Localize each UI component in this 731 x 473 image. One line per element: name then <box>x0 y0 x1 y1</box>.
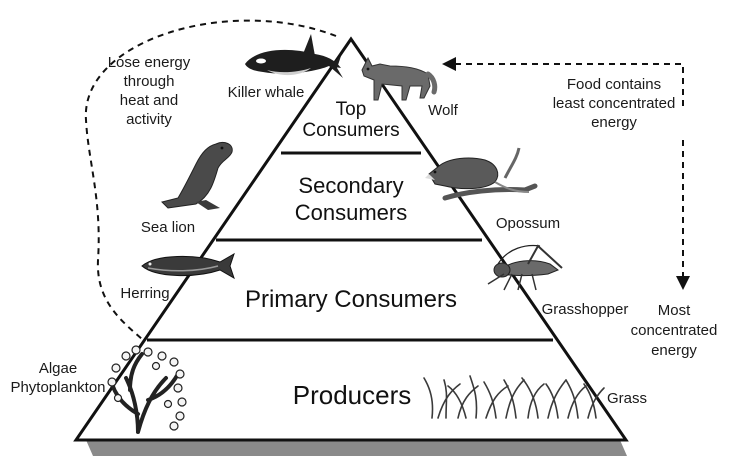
algae-label-line1: Algae <box>39 360 77 377</box>
least-line1: Food contains <box>567 76 661 93</box>
killer-whale-icon <box>245 34 343 78</box>
energy-loss-arc <box>84 19 337 340</box>
killer-whale-label: Killer whale <box>228 84 305 101</box>
wolf-label: Wolf <box>428 102 459 119</box>
energy-loss-annotation: Lose energy through heat and activity <box>108 54 191 128</box>
least-line3: energy <box>591 114 637 131</box>
grasshopper-label: Grasshopper <box>542 301 629 318</box>
grass-label: Grass <box>607 390 647 407</box>
least-concentrated-annotation: Food contains least concentrated energy <box>553 76 676 131</box>
arrowhead-left <box>442 57 456 71</box>
tier-secondary-label-line2: Consumers <box>295 200 407 225</box>
arrowhead-down <box>676 276 690 290</box>
tier-secondary-label-line1: Secondary <box>298 173 403 198</box>
algae-label-line2: Phytoplankton <box>10 379 105 396</box>
energy-loss-line3: heat and <box>120 92 178 109</box>
most-concentrated-annotation: Most concentrated energy <box>631 302 718 359</box>
energy-loss-line4: activity <box>126 111 172 128</box>
most-line2: concentrated <box>631 322 718 339</box>
tier-producers-label: Producers <box>293 380 412 410</box>
wolf-icon <box>361 56 438 101</box>
most-line3: energy <box>651 342 697 359</box>
pyramid-base-shadow <box>86 440 627 456</box>
algae-icon <box>107 345 187 434</box>
energy-loss-line2: through <box>124 73 175 90</box>
tier-primary-label: Primary Consumers <box>245 286 457 313</box>
least-line2: least concentrated <box>553 95 676 112</box>
concentration-arrow-line <box>455 63 684 108</box>
sea-lion-icon <box>161 141 233 210</box>
grass-icon <box>423 375 605 419</box>
tier-top-label-line2: Consumers <box>302 120 399 141</box>
herring-label: Herring <box>120 285 169 302</box>
grasshopper-icon <box>487 244 563 291</box>
herring-icon <box>141 252 235 280</box>
most-line1: Most <box>658 302 691 319</box>
opossum-icon <box>425 147 538 201</box>
energy-loss-line1: Lose energy <box>108 54 191 71</box>
tier-top-label-line1: Top <box>336 99 367 120</box>
opossum-label: Opossum <box>496 215 560 232</box>
sea-lion-label: Sea lion <box>141 219 195 236</box>
